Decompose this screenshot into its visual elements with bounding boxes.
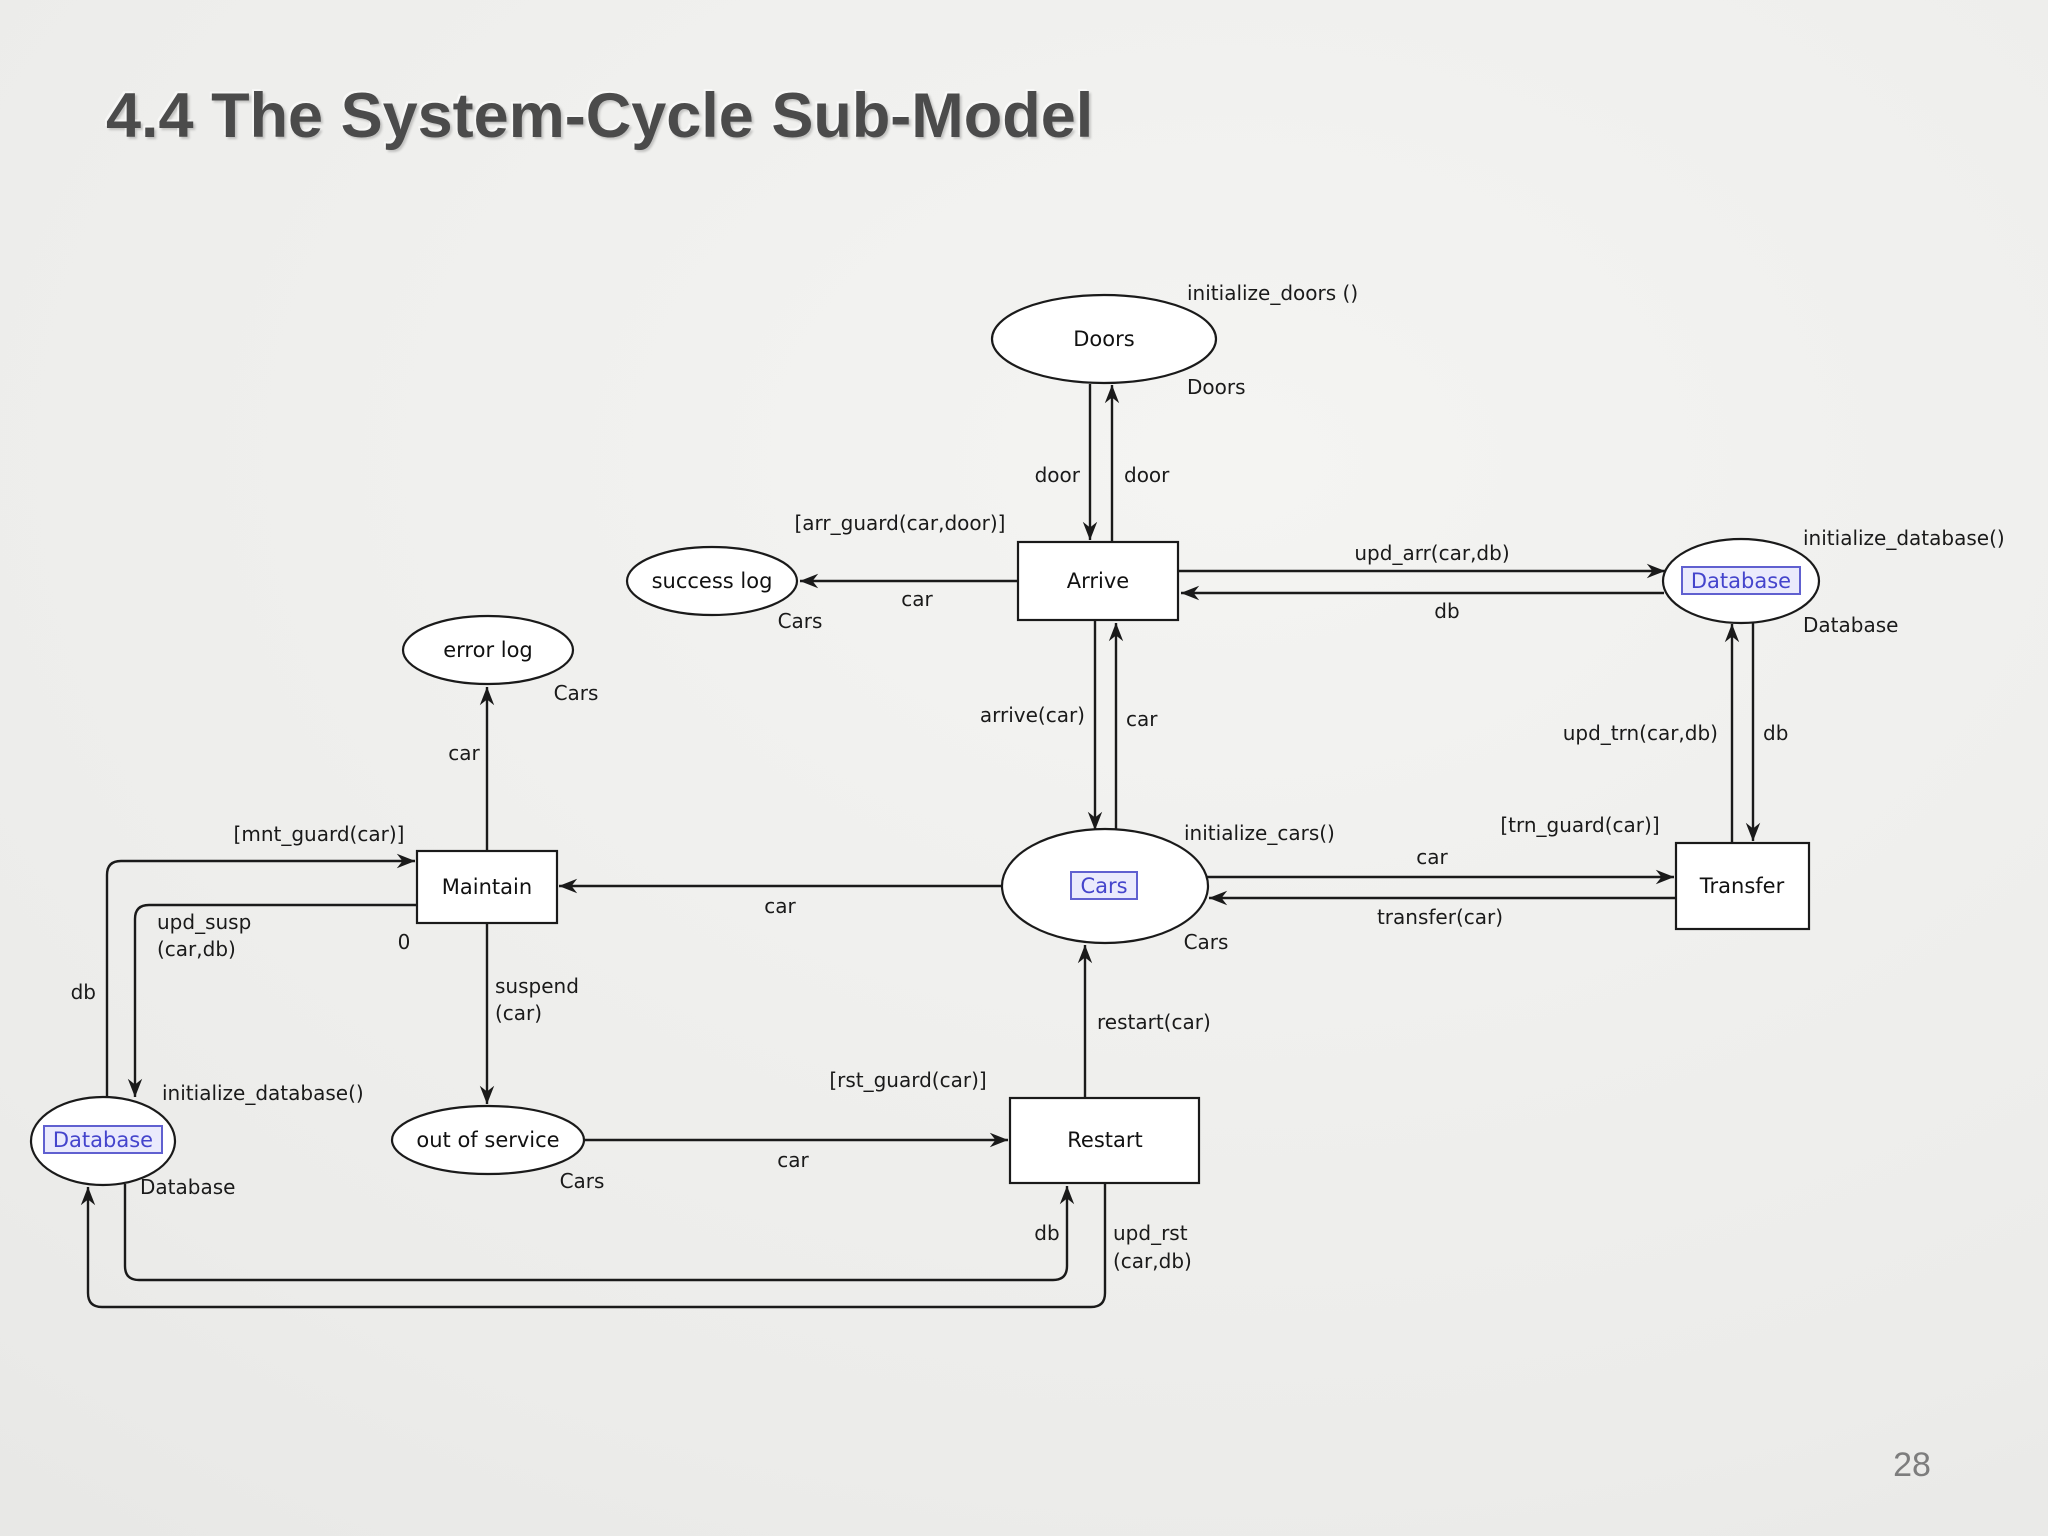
arc-label-suspend-line2: (car) (495, 1001, 542, 1025)
arc-database-left-to-maintain (105, 853, 416, 1096)
guard-restart: [rst_guard(car)] (829, 1068, 986, 1092)
transition-label-maintain: Maintain (442, 875, 532, 899)
arc-label-arrive-car: arrive(car) (980, 703, 1085, 727)
arc-label-car-to-transfer: car (1416, 845, 1448, 869)
type-tag-doors: Doors (1187, 375, 1246, 399)
fusion-tag-box-cars (1070, 871, 1138, 900)
arc-label-upd-rst-line1: upd_rst (1113, 1221, 1188, 1245)
arc-label-upd-rst-line2: (car,db) (1113, 1249, 1192, 1273)
arc-label-car-to-error-log: car (448, 741, 480, 765)
init-expr-cars: initialize_cars() (1184, 821, 1335, 845)
guard-maintain: [mnt_guard(car)] (234, 822, 405, 846)
init-expr-database-left: initialize_database() (162, 1081, 364, 1105)
arc-database-left-to-restart (123, 1184, 1075, 1282)
transition-label-arrive: Arrive (1067, 569, 1129, 593)
arc-label-upd-arr: upd_arr(car,db) (1354, 541, 1509, 565)
arc-label-door-in: door (1124, 463, 1170, 487)
arc-label-upd-trn: upd_trn(car,db) (1563, 721, 1718, 745)
fusion-tag-database-right: Database (1691, 569, 1791, 593)
place-label-error-log: error log (443, 638, 533, 662)
transition-restart (1008, 1096, 1201, 1185)
arc-label-car-to-success-log: car (901, 587, 933, 611)
place-label-out-of-service: out of service (416, 1128, 559, 1152)
place-label-doors: Doors (1073, 327, 1134, 351)
arc-label-restart-car: restart(car) (1097, 1010, 1211, 1034)
transition-label-restart: Restart (1067, 1128, 1142, 1152)
page-number: 28 (1893, 1446, 1931, 1484)
arc-label-car-to-restart: car (777, 1148, 809, 1172)
place-success-log (625, 545, 799, 617)
arc-label-car-to-arrive: car (1126, 707, 1158, 731)
type-tag-database-right: Database (1803, 613, 1898, 637)
place-out-of-service (390, 1104, 586, 1176)
fusion-tag-cars: Cars (1080, 874, 1127, 898)
place-error-log (401, 614, 575, 686)
transition-label-transfer: Transfer (1699, 874, 1785, 898)
transition-maintain (415, 849, 559, 925)
fusion-tag-box-database-right (1681, 566, 1801, 595)
type-tag-out-of-service: Cars (560, 1169, 605, 1193)
arc-label-car-to-maintain: car (764, 894, 796, 918)
guard-transfer: [trn_guard(car)] (1500, 813, 1659, 837)
place-doors (990, 293, 1218, 385)
type-tag-database-left: Database (140, 1175, 235, 1199)
arc-restart-to-database-left (80, 1183, 1107, 1309)
type-tag-success-log: Cars (778, 609, 823, 633)
arc-label-db-to-maintain: db (71, 980, 96, 1004)
type-tag-cars: Cars (1184, 930, 1229, 954)
type-tag-error-log: Cars (554, 681, 599, 705)
arc-maintain-to-database-left (127, 903, 417, 1098)
marking-zero: 0 (398, 930, 411, 954)
transition-arrive (1016, 540, 1180, 622)
arc-label-suspend-line1: suspend (495, 974, 579, 998)
slide-title: 4.4 The System-Cycle Sub-Model (106, 81, 1094, 151)
init-expr-database-right: initialize_database() (1803, 526, 2005, 550)
arc-label-transfer-car: transfer(car) (1377, 905, 1503, 929)
arc-label-db-to-transfer: db (1763, 721, 1788, 745)
place-label-success-log: success log (652, 569, 773, 593)
arc-label-upd-susp-line2: (car,db) (157, 937, 236, 961)
transition-transfer (1674, 841, 1811, 931)
arc-label-door-out: door (1035, 463, 1081, 487)
init-expr-doors: initialize_doors () (1187, 281, 1358, 305)
fusion-tag-database-left: Database (53, 1128, 153, 1152)
arc-label-upd-susp-line1: upd_susp (157, 910, 251, 934)
arc-label-db-to-restart: db (1034, 1221, 1059, 1245)
guard-arrive: [arr_guard(car,door)] (795, 511, 1006, 535)
arc-label-db-to-arrive: db (1434, 599, 1459, 623)
fusion-tag-box-database-left (43, 1125, 163, 1154)
